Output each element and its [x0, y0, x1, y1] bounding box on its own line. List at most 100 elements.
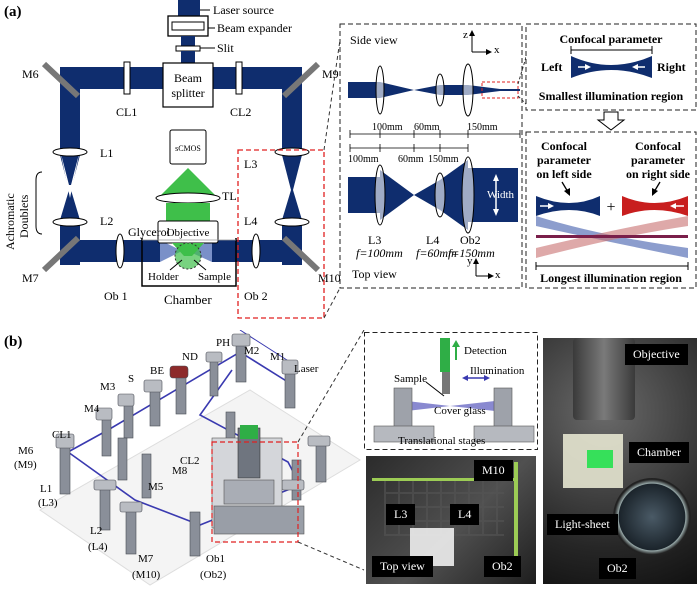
panel-a-label: (a)	[4, 4, 22, 20]
laser-source-block	[178, 0, 200, 16]
photo-ob2-label: Ob2	[484, 556, 521, 577]
lens-l4-label: L4	[426, 233, 439, 247]
inset-cover-glass-label: Cover glass	[434, 405, 486, 417]
smallest-region-label: Smallest illumination region	[539, 89, 684, 103]
cad-m5-label: M5	[148, 481, 164, 493]
dimension-lines	[349, 130, 521, 152]
cad-m1-label: M1	[270, 351, 285, 363]
panel-b-label: (b)	[4, 334, 23, 350]
ob2-lens	[251, 233, 261, 269]
beam-splitter	[162, 62, 214, 108]
dim-bottom-100: 100mm	[348, 154, 379, 165]
combined-beam	[536, 235, 688, 238]
cad-laser-label: Laser	[294, 363, 319, 375]
photo-light-sheet-label: Light-sheet	[547, 514, 618, 535]
topview-photo: M10 L3 L4 Top view Ob2	[366, 456, 536, 584]
ob1-lens	[115, 233, 125, 269]
cad-m8-label: M8	[172, 465, 188, 477]
gaussian-beam-small	[571, 56, 652, 78]
dim-bottom-60: 60mm	[398, 154, 424, 165]
l4-label: L4	[244, 214, 257, 228]
beam-expander-label: Beam expander	[217, 21, 292, 35]
tl-label: TL	[222, 189, 237, 203]
sample-label: Sample	[198, 271, 231, 283]
cad-l2-label: L2	[90, 525, 102, 537]
l1-label: L1	[100, 146, 113, 160]
ob1-label: Ob 1	[104, 289, 128, 303]
holder-label: Holder	[148, 271, 179, 283]
focus-highlight	[481, 81, 519, 99]
l2-lens	[52, 217, 88, 227]
ob2-label: Ob 2	[244, 289, 268, 303]
cp-left-1: Confocal	[541, 139, 588, 153]
photo-ob2-right-label: Ob2	[599, 558, 636, 579]
inset-stages-label: Translational stages	[398, 435, 485, 447]
axis-z-label: z	[463, 29, 468, 41]
cp-right-1: Confocal	[635, 139, 682, 153]
down-arrow	[596, 111, 626, 131]
highlight-region	[237, 149, 325, 319]
l3-lens	[274, 147, 310, 157]
longest-region-label: Longest illumination region	[540, 271, 682, 285]
gaussian-beam-right	[622, 196, 688, 216]
m6-label: M6	[22, 67, 39, 81]
splitter-label-2: splitter	[171, 86, 204, 100]
photo-chamber-label: Chamber	[629, 442, 689, 463]
slit-label: Slit	[217, 41, 234, 55]
tube-lens	[155, 192, 221, 204]
cad-be-label: BE	[150, 365, 164, 377]
dim-bottom-150: 150mm	[428, 154, 459, 165]
cad-ob1-label: Ob1	[206, 553, 225, 565]
cad-rendering: PH M2 M1 Laser ND BE S M3 M4 CL1 M6 (M9)…	[14, 330, 365, 586]
confocal-param-label: Confocal parameter	[560, 32, 664, 46]
width-label: Width	[487, 189, 515, 201]
splitter-label-1: Beam	[174, 71, 203, 85]
cad-highlight	[211, 441, 299, 543]
photo-l4-label: L4	[450, 504, 480, 525]
lens-l4-f: f=60mm	[416, 246, 457, 260]
right-label: Right	[657, 60, 686, 74]
l4-lens	[274, 217, 310, 227]
chamber-label: Chamber	[164, 292, 212, 307]
camera-label: sCMOS	[175, 144, 201, 153]
m7-label: M7	[22, 271, 39, 285]
cad-cl2-label: CL2	[180, 455, 200, 467]
cad-inset: Detection Illumination Sample Cover glas…	[364, 332, 538, 450]
cad-l4-label: (L4)	[88, 541, 108, 553]
cl2-label: CL2	[230, 105, 251, 119]
axis-y-label: y	[467, 255, 473, 267]
cad-m2-label: M2	[244, 345, 259, 357]
cad-l3-label: (L3)	[38, 497, 58, 509]
l2-label: L2	[100, 214, 113, 228]
cp-right-3: on right side	[626, 167, 691, 181]
cad-m3-label: M3	[100, 381, 116, 393]
cad-ob2-label: (Ob2)	[200, 569, 227, 581]
photo-top-view-label: Top view	[372, 556, 433, 577]
inset-detection-label: Detection	[464, 345, 507, 357]
cp-right-2: parameter	[631, 153, 686, 167]
slit-block	[175, 45, 201, 52]
cp-left-2: parameter	[537, 153, 592, 167]
objective-label: Objective	[167, 227, 210, 239]
cad-m4-label: M4	[84, 403, 100, 415]
cad-s-label: S	[128, 373, 134, 385]
cl2-lens	[235, 61, 243, 95]
inset-sample-label: Sample	[394, 373, 427, 385]
chamber-walls	[141, 238, 237, 287]
cad-nd-label: ND	[182, 351, 198, 363]
cad-m9-label: (M9)	[14, 459, 37, 471]
setup-photo: Objective Chamber Light-sheet Ob2	[543, 338, 697, 584]
axis-x2-label: x	[495, 269, 501, 281]
cad-m10-label: (M10)	[132, 569, 160, 581]
dim-top-100: 100mm	[372, 122, 403, 133]
cad-center-stage	[211, 425, 305, 535]
photo-l3-label: L3	[386, 504, 416, 525]
inset-illumination-label: Illumination	[470, 365, 525, 377]
mirror-m7	[41, 235, 81, 273]
cad-m6-label: M6	[18, 445, 34, 457]
axis-x-label: x	[494, 44, 500, 56]
plus-sign: +	[606, 199, 615, 216]
dim-top-150: 150mm	[467, 122, 498, 133]
side-top-view-box	[339, 23, 523, 289]
photo-m10-label: M10	[474, 460, 513, 481]
